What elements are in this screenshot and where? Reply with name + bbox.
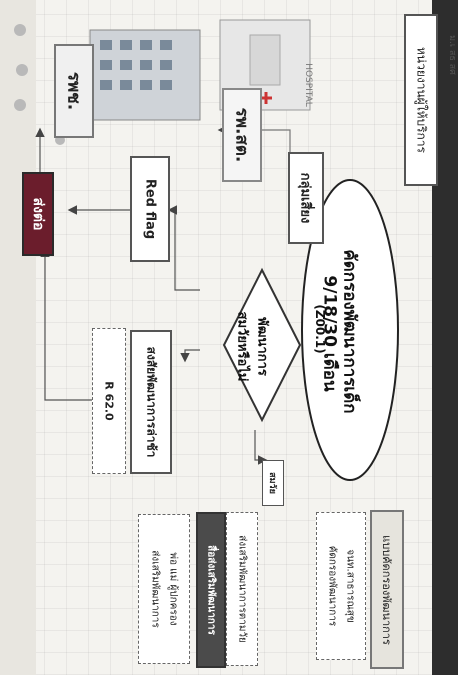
promote-header: สื่อส่งเสริมพัฒนาการ — [205, 545, 217, 635]
delay-code: R 62.0 — [102, 381, 116, 421]
normal-label: สมวัย — [267, 472, 277, 494]
connector-delay-refer — [40, 247, 95, 401]
decision-label: พัฒนาการ — [254, 317, 270, 376]
corner-text: ม.เ สธ สศ — [447, 35, 457, 75]
left-decor-band — [0, 0, 36, 675]
parents-box: พ่อ แม่ ผู้ปกครอง ส่งเสริมพัฒนาการ — [138, 514, 190, 664]
tools-item-box: จนท.สาธารณสุข คัดกรองพัฒนาการ — [316, 512, 366, 660]
rps-label-box: รพ.สต. — [222, 88, 262, 182]
provider-header-box: หน่วยงานผู้ให้บริการ — [404, 14, 438, 186]
connector-normal — [254, 430, 268, 465]
hospital-building-illustration — [89, 29, 201, 121]
tools-header: แบบคัดกรองพัฒนาการ — [380, 534, 393, 645]
red-flag-label: Red flag — [142, 178, 158, 240]
hospital-label-box: รพช. — [54, 44, 94, 138]
promote-age: ส่งเสริมพัฒนาการตามวัย — [236, 535, 248, 643]
hospital-label: รพช. — [63, 71, 84, 111]
hospital-sign: HOSPITAL — [303, 63, 313, 107]
risk-group-box: กลุ่มเสี่ยง — [288, 152, 324, 244]
connector-redflag — [167, 205, 200, 291]
decision-label-line2: สมวัยหรือไม่ — [234, 311, 250, 382]
promote-age-box: ส่งเสริมพัฒนาการตามวัย — [226, 512, 258, 666]
refer-label: ส่งต่อ — [30, 197, 46, 231]
refer-box: ส่งต่อ — [22, 172, 54, 256]
connector-delay — [180, 349, 200, 363]
tools-item: จนท.สาธารณสุข — [344, 549, 356, 623]
provider-header-title: หน่วยงานผู้ให้บริการ — [414, 47, 429, 153]
promote-header-box: สื่อส่งเสริมพัฒนาการ — [196, 512, 226, 668]
screening-code: (Z00.1) — [313, 304, 327, 354]
delay-code-box: R 62.0 — [92, 328, 126, 474]
delay-box: สงสัยพัฒนาการล่าช้า — [130, 330, 172, 474]
normal-box: สมวัย — [262, 460, 284, 506]
rps-label: รพ.สต. — [231, 107, 252, 163]
delay-label: สงสัยพัฒนาการล่าช้า — [144, 346, 159, 458]
parents-line-1: พ่อ แม่ ผู้ปกครอง — [167, 552, 179, 626]
red-flag-box: Red flag — [130, 156, 170, 262]
screening-ellipse — [301, 179, 399, 481]
risk-group-label: กลุ่มเสี่ยง — [297, 172, 313, 224]
tools-header-box: แบบคัดกรองพัฒนาการ — [370, 510, 404, 669]
parents-line-2: ส่งเสริมพัฒนาการ — [149, 550, 161, 628]
tools-item-2: คัดกรองพัฒนาการ — [326, 545, 338, 627]
decision-diamond — [222, 267, 302, 423]
